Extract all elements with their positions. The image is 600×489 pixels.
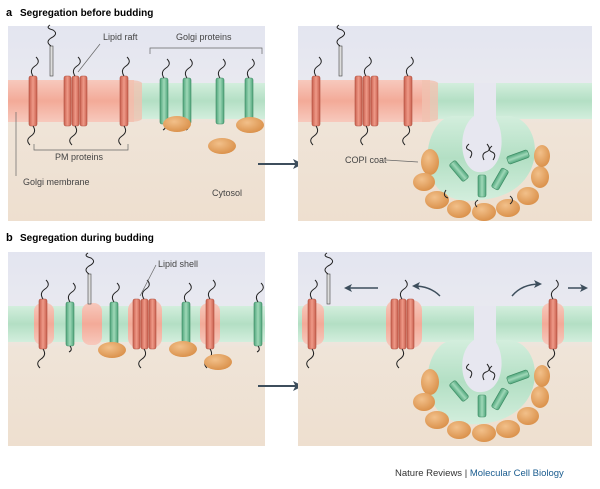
label-copi-coat: COPI coat	[345, 155, 387, 165]
golgi-lipid-membrane	[134, 83, 265, 119]
proteins-b2	[306, 252, 559, 369]
pm-protein	[398, 298, 407, 350]
copi-subunit	[472, 203, 496, 221]
proteins-b	[37, 252, 264, 369]
label-pm-proteins: PM proteins	[55, 152, 104, 162]
pm-protein	[307, 298, 317, 350]
pm-protein	[63, 75, 72, 127]
pm-protein	[119, 75, 129, 127]
pm-protein	[28, 75, 38, 127]
copi-coat-a	[413, 143, 550, 221]
golgi-protein	[491, 167, 509, 191]
pm-protein	[362, 75, 371, 127]
golgi-protein	[253, 301, 263, 347]
golgi-protein	[449, 380, 469, 402]
golgi-lipid-membrane	[430, 83, 592, 119]
panel-a-letter: a	[6, 7, 13, 19]
copi-subunit	[421, 149, 439, 175]
panel-a-after-box	[298, 26, 592, 221]
label-golgi-membrane: Golgi membrane	[23, 177, 90, 187]
pm-protein	[71, 75, 80, 127]
copi-subunit	[425, 411, 449, 429]
pm-protein	[311, 75, 321, 127]
copi-subunit	[534, 145, 550, 167]
arrow-up-left	[412, 282, 441, 297]
golgi-protein	[477, 174, 487, 198]
copi-subunit	[169, 341, 197, 357]
gpi-anchored-protein	[87, 273, 92, 305]
copi-subunits-a	[163, 116, 264, 154]
copi-subunit	[517, 407, 539, 425]
golgi-proteins-a	[159, 58, 255, 131]
golgi-protein	[449, 160, 469, 182]
pm-protein	[205, 298, 215, 350]
golgi-protein	[477, 394, 487, 418]
golgi-protein	[109, 301, 119, 347]
copi-subunit	[496, 199, 520, 217]
bud-lumen	[462, 116, 502, 173]
journal-credit: Nature Reviews | Molecular Cell Biology	[395, 468, 564, 479]
pm-proteins-a	[27, 24, 130, 146]
copi-subunit	[472, 424, 496, 442]
golgi-protein	[491, 387, 509, 411]
panel-b-letter: b	[6, 232, 13, 244]
golgi-protein	[215, 77, 225, 125]
gpi-anchored-protein	[338, 45, 343, 77]
pm-proteins-a2	[310, 24, 414, 146]
arrow-up-right	[511, 280, 542, 297]
pm-protein	[403, 75, 413, 127]
panel-b-title: Segregation during budding	[20, 233, 154, 244]
golgi-protein	[159, 77, 169, 125]
pm-protein	[548, 298, 558, 350]
copi-subunit	[517, 187, 539, 205]
pm-protein	[140, 298, 149, 350]
pm-protein	[390, 298, 399, 350]
copi-subunit	[98, 342, 126, 358]
pm-protein	[370, 75, 379, 127]
pm-protein	[132, 298, 141, 350]
copi-subunit	[447, 200, 471, 218]
golgi-protein	[506, 149, 530, 165]
copi-subunit	[413, 173, 435, 191]
copi-coat-b	[413, 363, 550, 442]
pm-protein	[79, 75, 88, 127]
golgi-protein	[506, 369, 530, 385]
bud-lumen	[462, 340, 502, 393]
copi-subunit	[531, 386, 549, 408]
gpi-anchored-protein	[49, 45, 54, 77]
lipid-shell	[82, 303, 102, 345]
label-cytosol: Cytosol	[212, 188, 242, 198]
lateral-arrows	[344, 280, 588, 297]
golgi-protein	[181, 301, 191, 347]
copi-subunit	[413, 393, 435, 411]
copi-subunit	[421, 369, 439, 395]
pm-protein	[38, 298, 48, 350]
label-lipid-shell: Lipid shell	[158, 259, 198, 269]
golgi-protein	[182, 77, 192, 125]
copi-subunit	[496, 420, 520, 438]
panel-a-title: Segregation before budding	[20, 8, 153, 19]
copi-subunit	[425, 191, 449, 209]
pm-protein	[406, 298, 415, 350]
copi-subunit	[208, 138, 236, 154]
label-lipid-raft: Lipid raft	[103, 32, 138, 42]
pm-protein	[354, 75, 363, 127]
label-golgi-proteins: Golgi proteins	[176, 32, 232, 42]
gpi-anchored-protein	[326, 273, 331, 305]
copi-subunit	[534, 365, 550, 387]
copi-subunit	[236, 117, 264, 133]
copi-subunits-b	[98, 341, 232, 370]
copi-subunit	[447, 421, 471, 439]
copi-subunit	[531, 166, 549, 188]
golgi-protein	[65, 301, 75, 347]
pm-protein	[148, 298, 157, 350]
copi-subunit	[163, 116, 191, 132]
copi-subunit	[204, 354, 232, 370]
